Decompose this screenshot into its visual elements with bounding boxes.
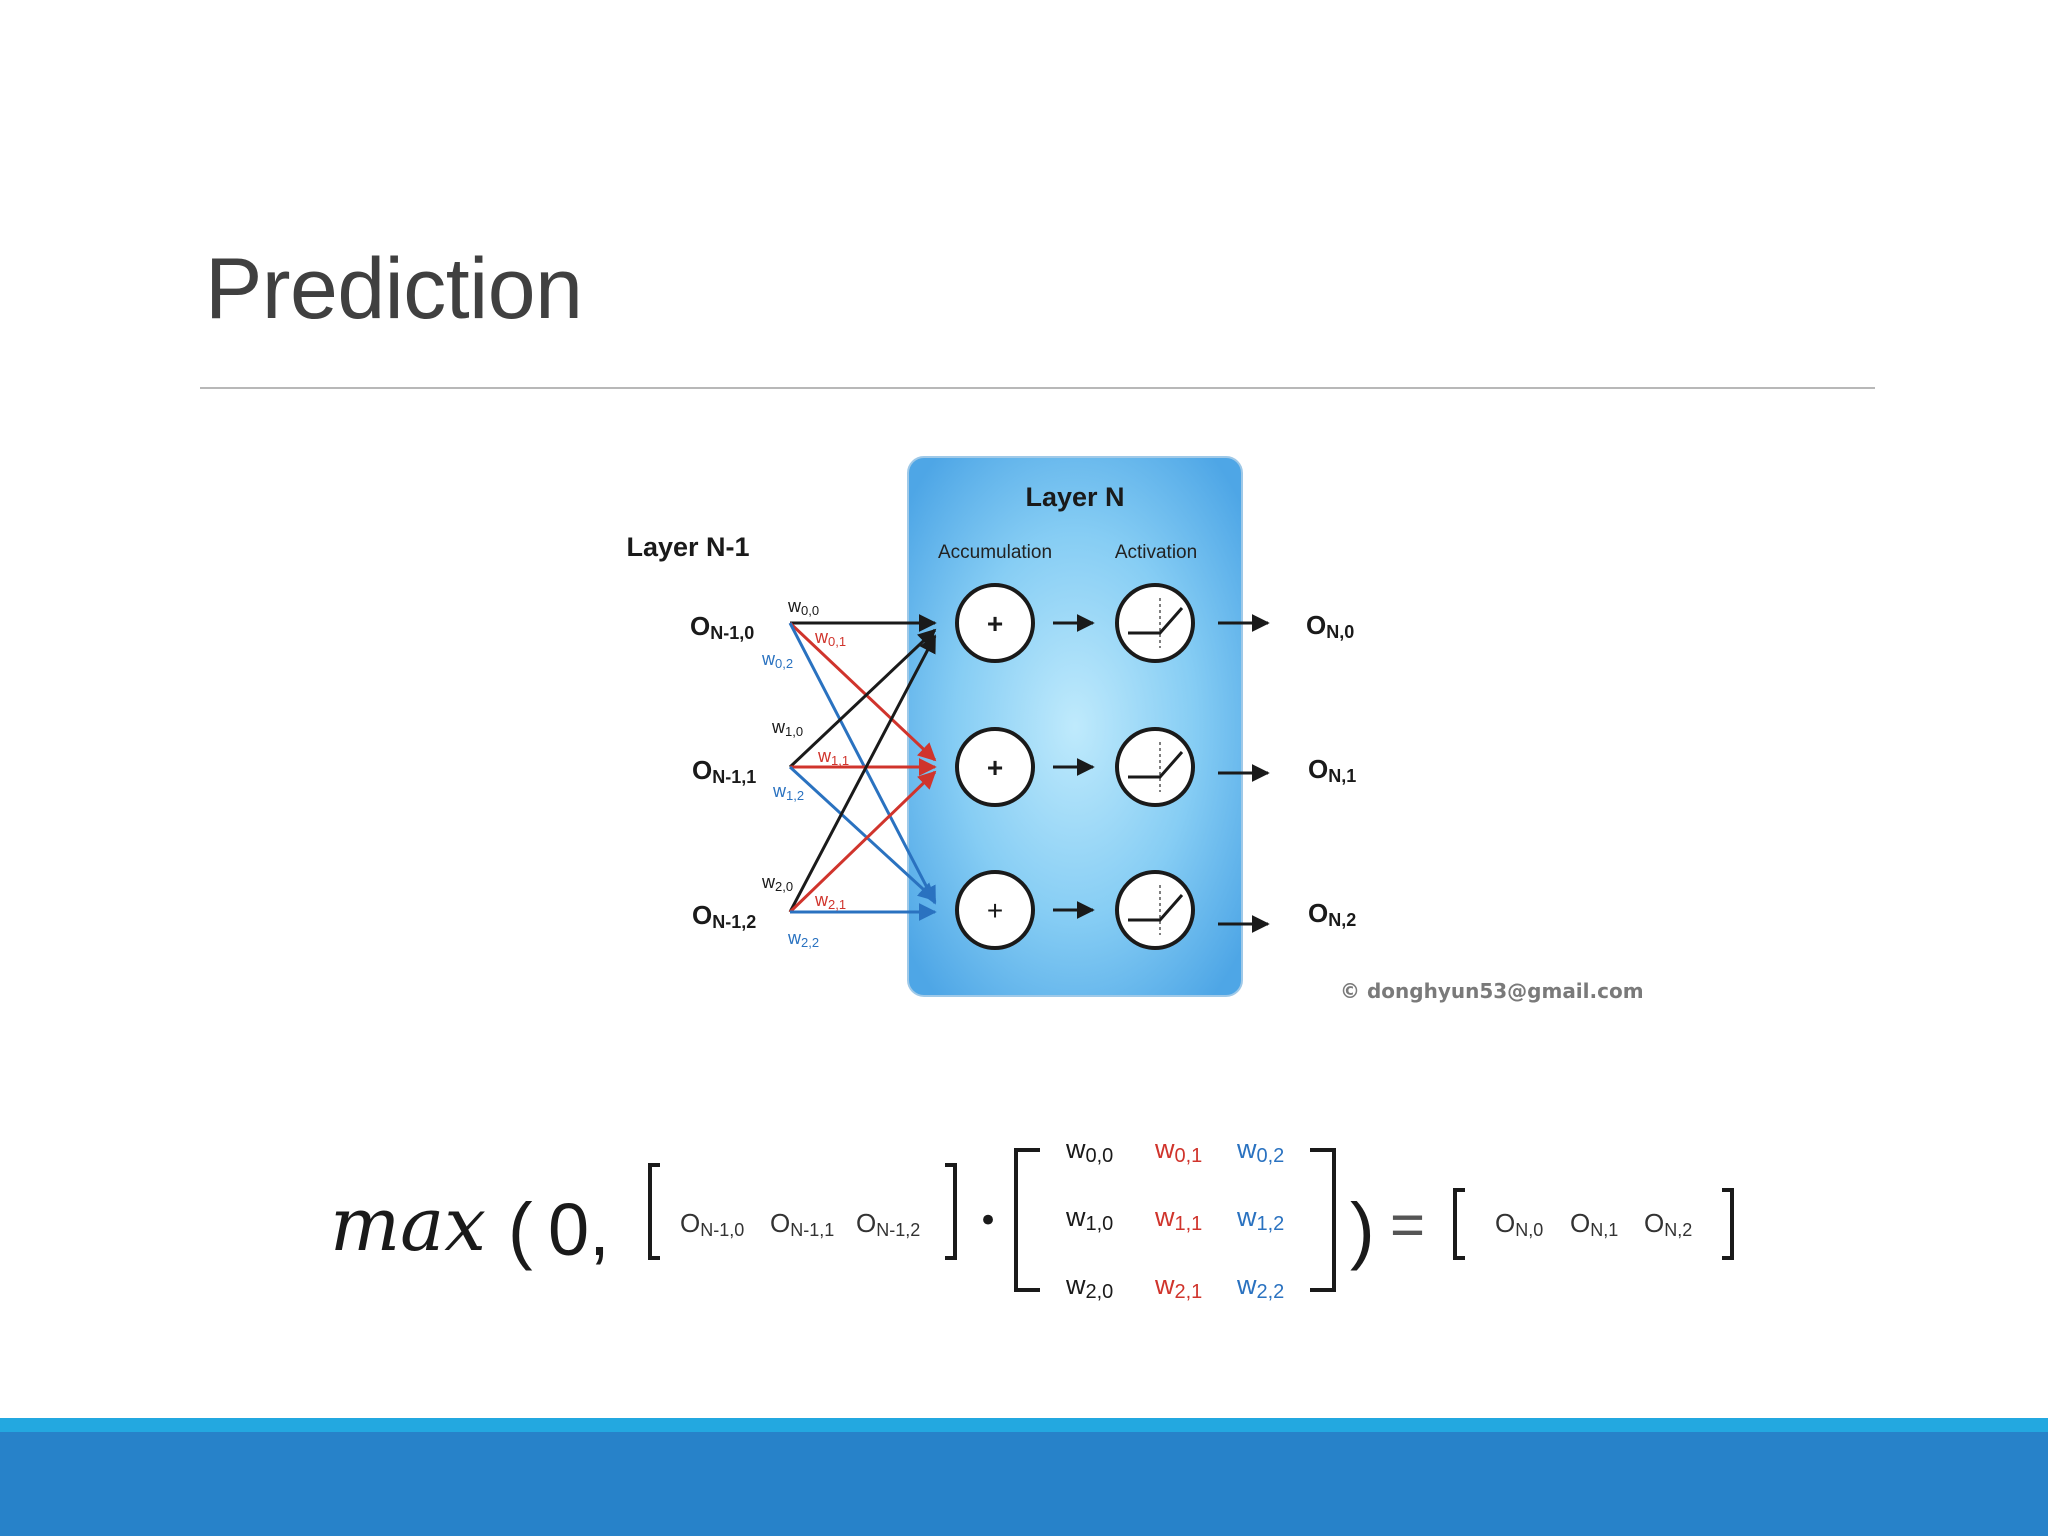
activation-nodes xyxy=(1115,583,1195,950)
eq-row-0: ON-1,0 xyxy=(680,1208,744,1240)
eq-w12: w1,2 xyxy=(1236,1202,1284,1235)
copyright-notice: © donghyun53@gmail.com xyxy=(1340,979,1644,1003)
output-nodes: ON,0 ON,1 ON,2 xyxy=(1306,610,1356,930)
eq-weight-matrix: w0,0 w0,1 w0,2 w1,0 w1,1 w1,2 w2,0 w2,1 … xyxy=(1065,1134,1284,1303)
accumulation-label: Accumulation xyxy=(938,542,1052,563)
slide-title: Prediction xyxy=(205,241,583,337)
eq-w11: w1,1 xyxy=(1154,1202,1202,1235)
output-label-2: ON,2 xyxy=(1308,898,1356,930)
plus-icon: + xyxy=(987,895,1003,926)
eq-zero: 0, xyxy=(548,1188,610,1271)
weight-labels: w0,0 w0,1 w0,2 w1,0 w1,1 w1,2 w2,0 w2,1 … xyxy=(761,596,849,950)
eq-row-bracket-left xyxy=(648,1163,660,1260)
relu-icon xyxy=(1128,894,1184,922)
weight-label-20: w2,0 xyxy=(761,872,793,894)
edge-w10 xyxy=(788,628,937,769)
edge-w21 xyxy=(788,770,937,914)
eq-w22: w2,2 xyxy=(1236,1270,1284,1303)
input-label-0: ON-1,0 xyxy=(690,611,754,643)
input-label-2: ON-1,2 xyxy=(692,900,756,932)
eq-matrix-bracket-left xyxy=(1014,1148,1040,1292)
edge-w02 xyxy=(788,622,937,905)
activation-label: Activation xyxy=(1115,542,1197,563)
eq-matrix-bracket-right xyxy=(1310,1148,1336,1292)
weight-label-00: w0,0 xyxy=(787,596,819,618)
output-label-0: ON,0 xyxy=(1306,610,1354,642)
relu-node-1 xyxy=(1115,727,1195,807)
eq-w10: w1,0 xyxy=(1065,1202,1113,1235)
eq-max: max xyxy=(330,1182,486,1268)
eq-w01: w0,1 xyxy=(1154,1134,1202,1167)
output-arrows xyxy=(1218,614,1270,933)
eq-w21: w2,1 xyxy=(1154,1270,1202,1303)
eq-result-bracket-left xyxy=(1453,1188,1465,1260)
weight-label-11: w1,1 xyxy=(817,746,849,768)
relu-equation: max ( 0, ON-1,0 ON-1,1 ON-1,2 • w0,0 w0,… xyxy=(330,1134,1734,1303)
relu-node-2 xyxy=(1115,870,1195,950)
output-label-1: ON,1 xyxy=(1308,754,1356,786)
title-divider xyxy=(200,387,1875,389)
sum-node-1 xyxy=(955,727,1035,807)
layer-n-label: Layer N xyxy=(1025,482,1124,512)
eq-open-paren: ( xyxy=(508,1188,533,1271)
eq-w00: w0,0 xyxy=(1065,1134,1113,1167)
relu-icon xyxy=(1128,607,1184,635)
eq-w02: w0,2 xyxy=(1236,1134,1284,1167)
layer-prev-label: Layer N-1 xyxy=(626,532,749,562)
plus-icon: + xyxy=(987,608,1003,639)
weight-connections xyxy=(788,614,937,921)
eq-result-1: ON,1 xyxy=(1570,1208,1618,1240)
footer-accent-stripe xyxy=(0,1418,2048,1432)
edge-w12 xyxy=(788,765,937,902)
eq-row-2: ON-1,2 xyxy=(856,1208,920,1240)
eq-equals: = xyxy=(1390,1191,1425,1258)
inner-arrows xyxy=(1053,614,1095,919)
eq-close-paren: ) xyxy=(1350,1188,1375,1271)
weight-label-22: w2,2 xyxy=(787,928,819,950)
eq-w20: w2,0 xyxy=(1065,1270,1113,1303)
input-nodes: ON-1,0 ON-1,1 ON-1,2 xyxy=(690,611,756,932)
eq-dot-operator: • xyxy=(978,1201,998,1241)
accumulation-nodes: + + + xyxy=(955,583,1035,950)
edge-w20 xyxy=(788,634,937,913)
relu-icon xyxy=(1128,751,1184,779)
input-label-1: ON-1,1 xyxy=(692,755,756,787)
eq-result-2: ON,2 xyxy=(1644,1208,1692,1240)
weight-label-01: w0,1 xyxy=(814,627,846,649)
neural-layer-diagram: Layer N Accumulation Activation Layer N-… xyxy=(330,456,1734,1303)
weight-label-10: w1,0 xyxy=(771,717,803,739)
relu-node-0 xyxy=(1115,583,1195,663)
edge-w01 xyxy=(788,621,937,762)
eq-row-bracket-right xyxy=(945,1163,957,1260)
weight-label-21: w2,1 xyxy=(814,890,846,912)
plus-icon: + xyxy=(987,752,1003,783)
weight-label-12: w1,2 xyxy=(772,781,804,803)
sum-node-2 xyxy=(955,870,1035,950)
eq-result-0: ON,0 xyxy=(1495,1208,1543,1240)
footer-bar xyxy=(0,1432,2048,1536)
eq-row-1: ON-1,1 xyxy=(770,1208,834,1240)
sum-node-0 xyxy=(955,583,1035,663)
eq-result-bracket-right xyxy=(1722,1188,1734,1260)
weight-label-02: w0,2 xyxy=(761,649,793,671)
